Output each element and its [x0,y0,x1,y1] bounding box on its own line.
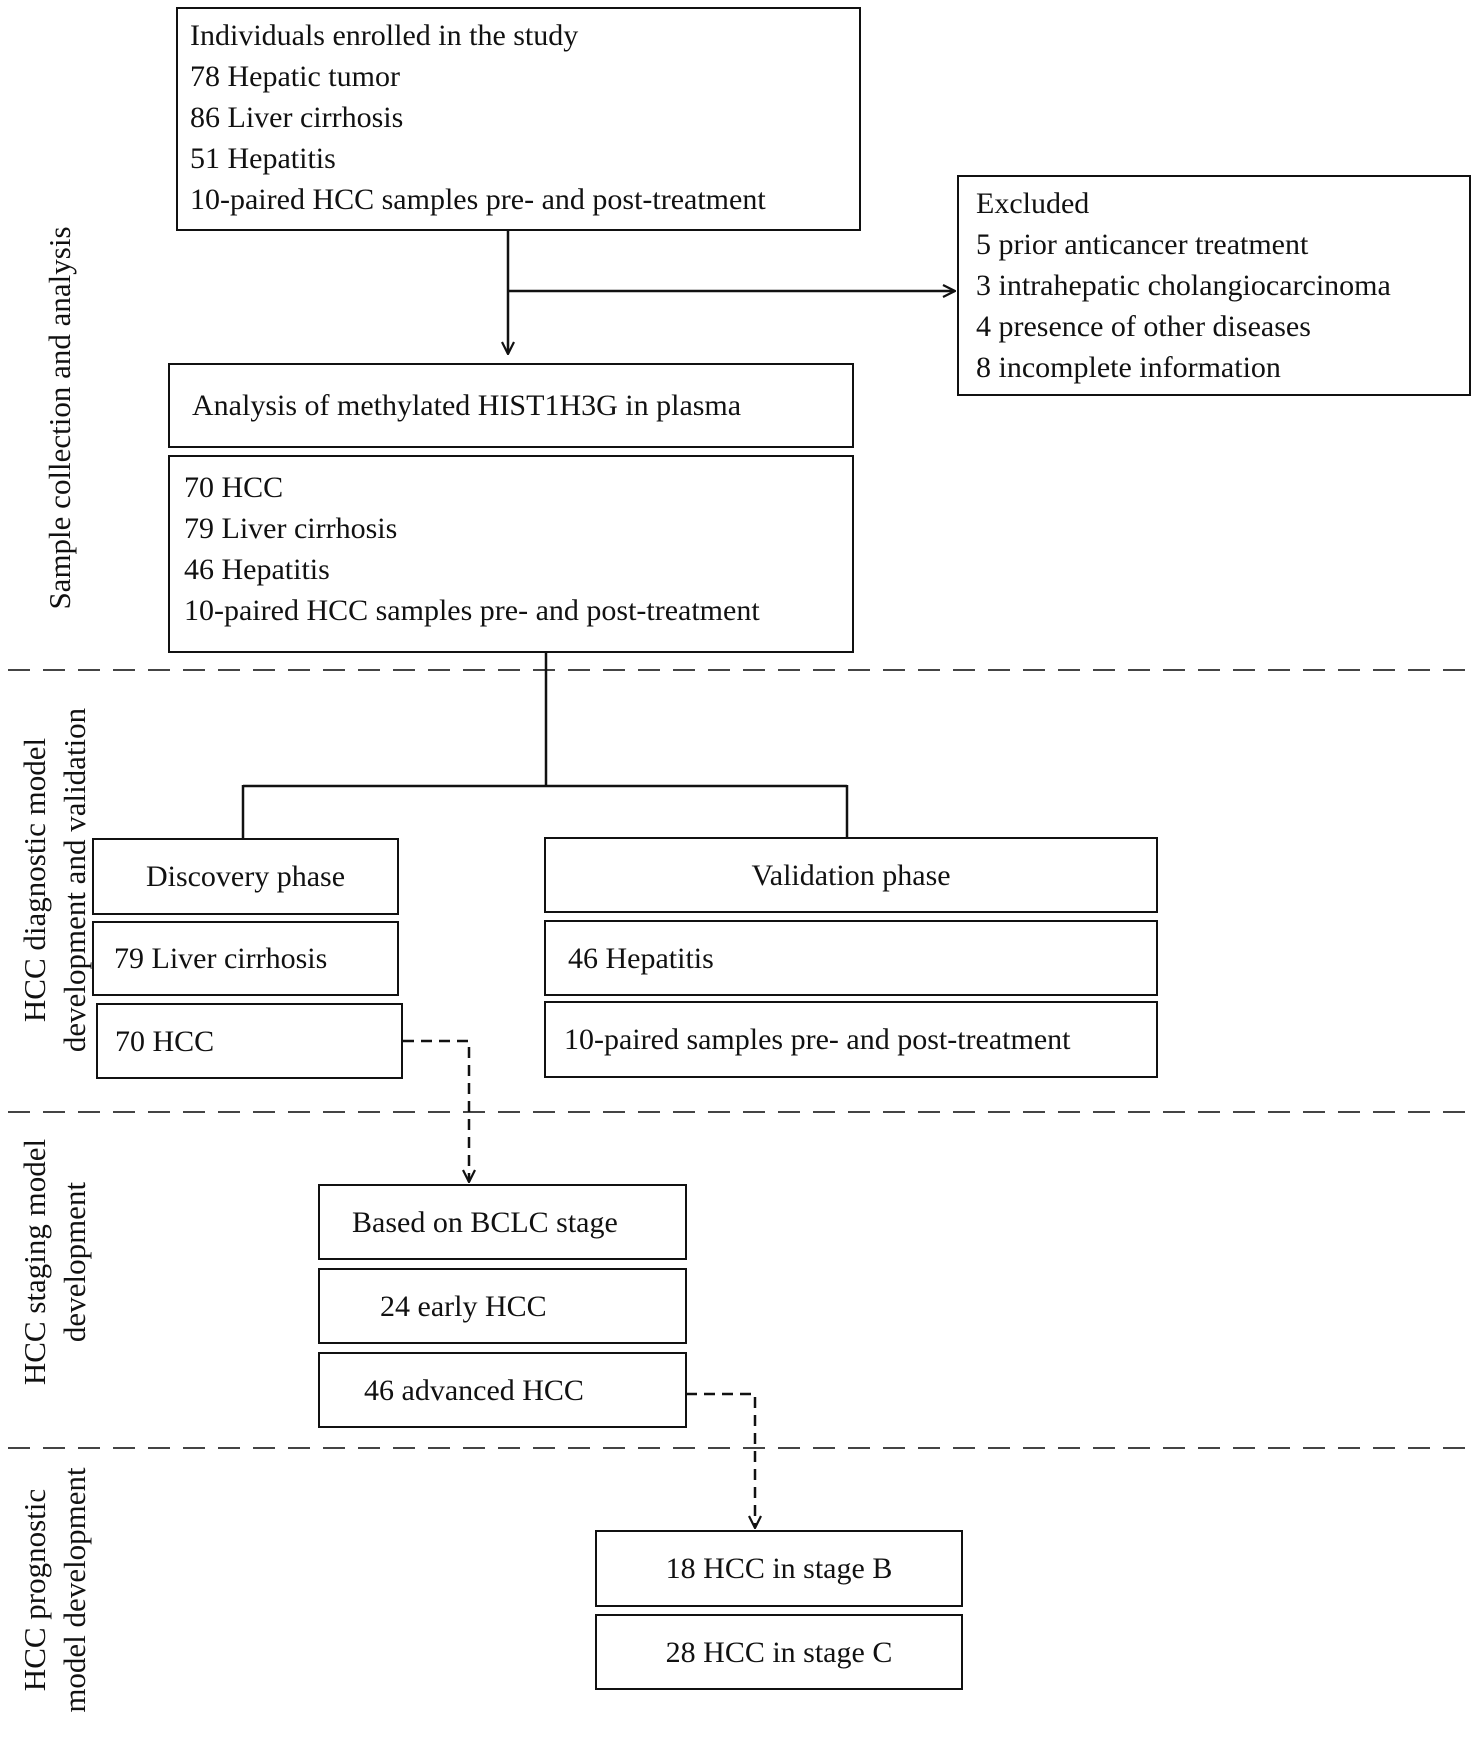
section-label-line: development and validation [57,707,92,1053]
prognostic-stage-b-box: 18 HCC in stage B [595,1530,963,1607]
staging-title: Based on BCLC stage [352,1205,618,1239]
section-label-staging: HCC staging model development [15,1139,95,1385]
analysis-item: 46 Hepatitis [184,553,330,586]
staging-early-box: 24 early HCC [318,1268,687,1344]
enrolled-item: 78 Hepatic tumor [190,60,400,93]
staging-advanced-box: 46 advanced HCC [318,1352,687,1428]
excluded-title: Excluded [976,187,1090,220]
section-label-line: HCC diagnostic model [17,737,52,1023]
enrolled-title: Individuals enrolled in the study [190,19,579,52]
section-label-line: HCC staging model [17,1138,52,1386]
section-label-line: model development [57,1467,92,1713]
enrolled-item: 86 Liver cirrhosis [190,101,404,134]
discovery-hcc-box: 70 HCC [96,1003,403,1079]
validation-hepatitis-box: 46 Hepatitis [544,920,1158,996]
staging-early: 24 early HCC [380,1289,547,1323]
connector-advanced-to-prognostic [686,1392,755,1528]
validation-paired: 10-paired samples pre- and post-treatmen… [564,1023,1071,1056]
discovery-phase-box: Discovery phase [92,838,399,915]
validation-phase-title: Validation phase [751,858,951,892]
staging-title-box: Based on BCLC stage [318,1184,687,1260]
excluded-item: 4 presence of other diseases [976,310,1311,343]
excluded-item: 5 prior anticancer treatment [976,228,1309,261]
discovery-phase-title: Discovery phase [145,860,346,893]
section-label-sample: Sample collection and analysis [40,226,80,609]
analysis-counts-box: 70 HCC 79 Liver cirrhosis 46 Hepatitis 1… [168,455,854,653]
section-label-prognostic: HCC prognostic model development [15,1467,95,1712]
discovery-hcc: 70 HCC [115,1024,215,1058]
enrolled-item: 10-paired HCC samples pre- and post-trea… [190,183,766,216]
section-label-line: Sample collection and analysis [42,226,77,610]
section-label-line: development [57,1181,92,1343]
prognostic-stage-c: 28 HCC in stage C [665,1635,893,1669]
excluded-item: 3 intrahepatic cholangiocarcinoma [976,269,1391,302]
section-label-line: HCC prognostic [17,1488,52,1692]
analysis-title-box: Analysis of methylated HIST1H3G in plasm… [168,363,854,448]
validation-hepatitis: 46 Hepatitis [568,941,714,975]
enrolled-item: 51 Hepatitis [190,142,336,175]
validation-paired-box: 10-paired samples pre- and post-treatmen… [544,1001,1158,1078]
discovery-cirrhosis: 79 Liver cirrhosis [114,942,328,975]
analysis-item: 10-paired HCC samples pre- and post-trea… [184,594,760,627]
prognostic-stage-b: 18 HCC in stage B [665,1552,893,1585]
enrolled-box: Individuals enrolled in the study 78 Hep… [176,7,861,231]
prognostic-stage-c-box: 28 HCC in stage C [595,1614,963,1690]
excluded-box: Excluded 5 prior anticancer treatment 3 … [957,175,1471,396]
analysis-title: Analysis of methylated HIST1H3G in plasm… [192,389,742,422]
validation-phase-box: Validation phase [544,837,1158,913]
staging-advanced: 46 advanced HCC [364,1373,584,1407]
excluded-item: 8 incomplete information [976,351,1281,384]
discovery-cirrhosis-box: 79 Liver cirrhosis [92,921,399,996]
section-label-diagnostic: HCC diagnostic model development and val… [15,708,95,1052]
analysis-item: 70 HCC [184,471,284,504]
connector-hcc-to-staging [403,1039,469,1182]
analysis-item: 79 Liver cirrhosis [184,512,398,545]
